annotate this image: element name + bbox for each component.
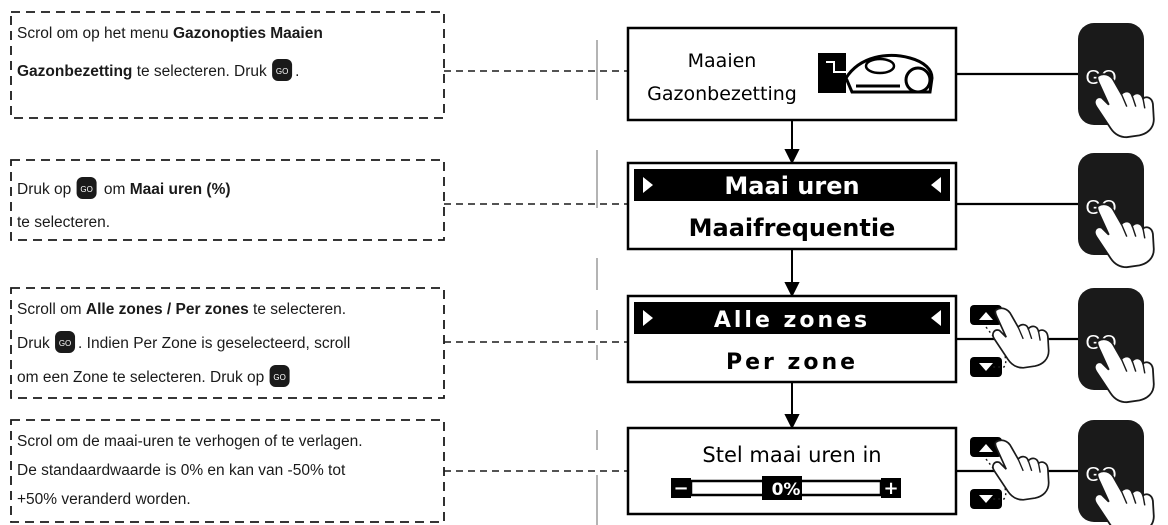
lcd-screen-menu: Maaien Gazonbezetting [626, 26, 958, 122]
selection-highlight [634, 169, 950, 201]
menu-item: Per zone [726, 350, 858, 375]
go-icon-label: GO [276, 67, 288, 76]
step-box [10, 11, 445, 119]
flow-arrows [784, 121, 800, 430]
selection-highlight [634, 302, 950, 334]
menu-item-selected: Maai uren [724, 172, 859, 200]
step-text: Druk [17, 335, 54, 352]
menu-line2: Gazonbezetting [647, 83, 797, 105]
menu-item: Maaifrequentie [689, 214, 896, 242]
scroll-up-button-icon[interactable] [970, 305, 1002, 325]
step-text: De standaardwaarde is 0% en kan van -50%… [17, 462, 346, 479]
instruction-step: Scrol om op het menu Gazonopties MaaienG… [10, 11, 445, 119]
arrow-down-icon [784, 149, 800, 165]
go-icon-label: GO [273, 373, 285, 382]
go-icon-label: GO [80, 185, 92, 194]
step-text: . [295, 63, 299, 80]
selector-arrow-icon [931, 177, 941, 193]
svg-text:−: − [673, 478, 688, 499]
selector-arrow-icon [931, 310, 941, 326]
value-marker [762, 476, 802, 500]
go-icon-label: GO [59, 339, 71, 348]
step-text: +50% veranderd worden. [17, 491, 191, 508]
scroll-down-button-icon[interactable] [970, 489, 1002, 509]
screen-title: Stel maai uren in [702, 443, 881, 467]
step-text: om een Zone te selecteren. Druk op [17, 369, 269, 386]
lcd-screen-maai-uren: Maai uren Maaifrequentie [626, 161, 958, 251]
lcd-screen-zones: Alle zones Per zone [626, 294, 958, 384]
scroll-up-button-icon[interactable] [970, 437, 1002, 457]
selector-arrow-icon [643, 310, 653, 326]
step-text-bold: Alle zones / Per zones [86, 301, 249, 318]
go-button-icon: GO [76, 177, 97, 199]
step-text: om [100, 181, 130, 198]
value-label: 0% [772, 480, 801, 500]
step-text: Druk op [17, 181, 76, 198]
scroll-buttons [970, 305, 1050, 509]
go-button-icon: GO [269, 365, 290, 387]
go-button-icon: GO [55, 331, 76, 353]
menu-item-selected: Alle zones [714, 308, 870, 333]
mower-icon [818, 53, 934, 94]
selector-arrow-icon [643, 177, 653, 193]
minus-button-icon [671, 478, 691, 498]
step-text-bold: Maai uren (%) [130, 181, 231, 198]
step-text: te selecteren. [249, 301, 346, 318]
step-box [10, 159, 445, 241]
arrow-down-icon [784, 282, 800, 298]
scroll-down-button-icon[interactable] [970, 357, 1002, 377]
button-connector-lines [956, 72, 1078, 473]
step-text: Scrol om de maai-uren te verhogen of te … [17, 433, 363, 450]
menu-line1: Maaien [688, 50, 757, 72]
go-buttons: GOGOGOGO [1078, 23, 1155, 525]
step-text: . Indien Per Zone is geselecteerd, scrol… [78, 335, 350, 352]
step-text: Scrol om op het menu [17, 25, 173, 42]
instruction-steps: Scrol om op het menu Gazonopties MaaienG… [10, 11, 445, 523]
plus-button-icon [881, 478, 901, 498]
connector-lines [444, 70, 628, 472]
step-text-bold: Gazonopties Maaien [173, 25, 323, 42]
instruction-step: Scroll om Alle zones / Per zones te sele… [10, 287, 445, 399]
go-button-icon: GO [272, 59, 293, 81]
step-text: te selecteren. Druk [132, 63, 271, 80]
arrow-down-icon [784, 414, 800, 430]
instruction-step: Scrol om de maai-uren te verhogen of te … [10, 419, 445, 523]
instruction-step: Druk op GO om Maai uren (%) te selecteren… [10, 159, 445, 241]
lcd-screen-stel-maai-uren: Stel maai uren in − 0% + [626, 426, 958, 516]
step-text: Scroll om [17, 301, 86, 318]
step-text: te selecteren. [17, 214, 110, 231]
step-box [10, 287, 445, 399]
step-text-bold: Gazonbezetting [17, 63, 132, 80]
svg-text:+: + [883, 478, 898, 499]
